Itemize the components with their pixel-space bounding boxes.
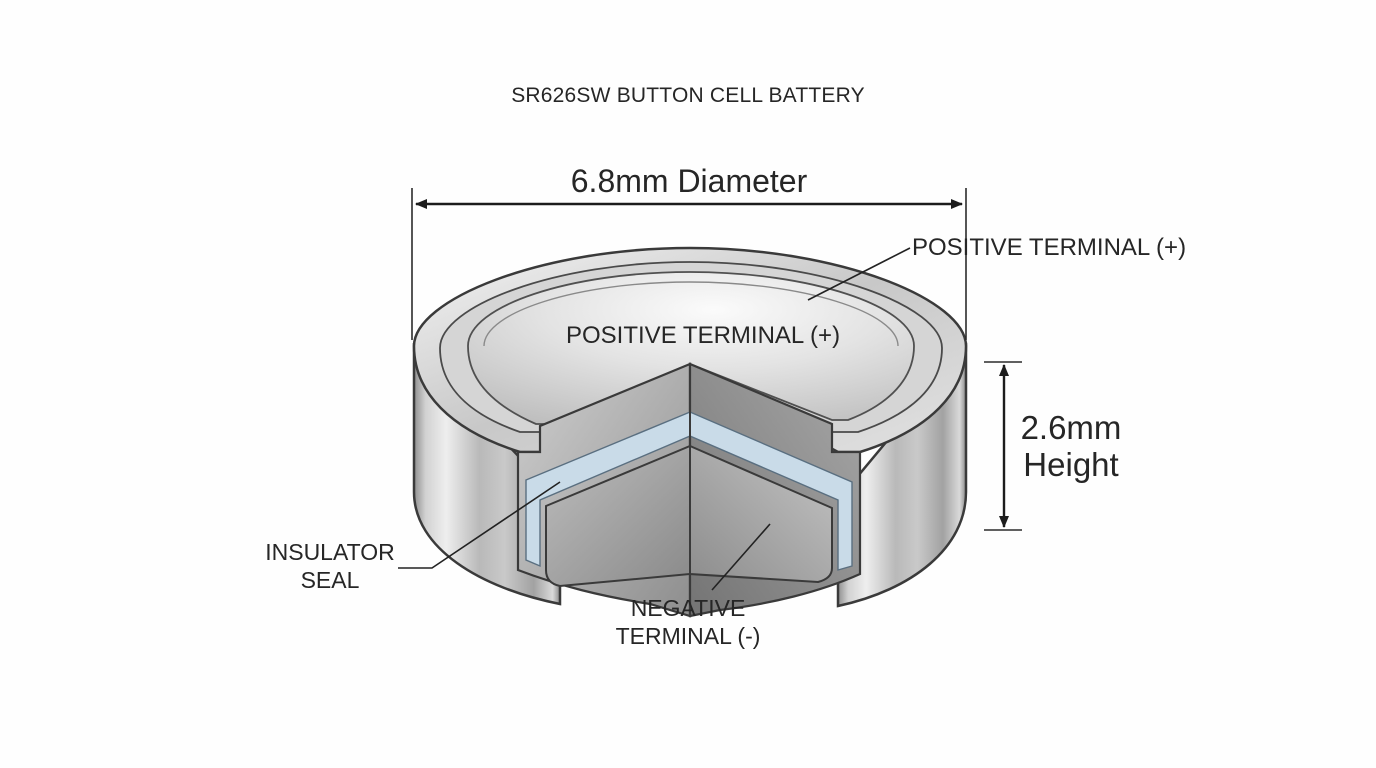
height-dimension bbox=[984, 361, 1022, 531]
positive-terminal-inner-ring bbox=[483, 281, 899, 347]
diagram-title: SR626SW BUTTON CELL BATTERY bbox=[511, 84, 865, 107]
negative-terminal-line2: TERMINAL (-) bbox=[615, 623, 761, 650]
diameter-dimension bbox=[411, 188, 967, 340]
height-word: Height bbox=[1023, 445, 1119, 483]
positive-terminal-callout: POSITIVE TERMINAL (+) bbox=[912, 234, 1187, 261]
height-label: 2.6mm Height bbox=[1014, 409, 1128, 484]
positive-terminal-surface-label: POSITIVE TERMINAL (+) bbox=[566, 322, 841, 349]
positive-terminal-cap bbox=[467, 271, 915, 425]
negative-terminal-callout: NEGATIVE TERMINAL (-) bbox=[600, 594, 776, 650]
negative-terminal-line1: NEGATIVE bbox=[630, 595, 746, 621]
leader-insulator-seal bbox=[398, 481, 561, 569]
insulator-seal-callout: INSULATOR SEAL bbox=[258, 538, 402, 594]
negative-core-right bbox=[689, 444, 833, 584]
cutaway-section bbox=[516, 362, 862, 618]
insulator-seal-line1: INSULATOR bbox=[265, 539, 395, 565]
diameter-label: 6.8mm Diameter bbox=[570, 163, 808, 199]
negative-core-left bbox=[545, 444, 691, 588]
leader-positive-terminal bbox=[807, 247, 911, 301]
leader-lines bbox=[398, 247, 911, 591]
insulator-seal-line2: SEAL bbox=[300, 567, 360, 594]
leader-negative-terminal bbox=[711, 523, 771, 591]
height-value: 2.6mm bbox=[1020, 409, 1122, 446]
